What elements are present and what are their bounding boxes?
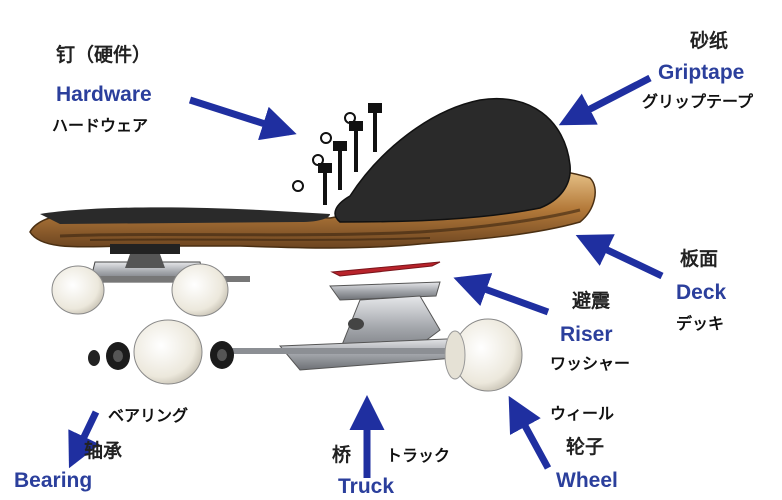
deck-en-label: Deck [676,281,727,304]
griptape-en-label: Griptape [658,61,745,84]
arrow-riser [453,273,550,316]
deck-zh-label: 板面 [680,248,719,270]
hardware-en-label: Hardware [56,83,152,106]
arrow-deck [575,234,664,280]
griptape [40,97,571,224]
griptape-ja-label: グリップテープ [642,92,754,111]
exploded-truck [230,281,490,371]
arrow-hardware [188,96,297,141]
griptape-zh-label: 砂纸 [690,30,729,52]
pointer-arrows [68,74,664,478]
riser-zh-label: 避震 [572,290,611,312]
hardware-bolts [292,103,382,205]
wheel-zh-label: 轮子 [566,436,605,458]
attached-wheels [51,263,229,317]
arrow-bearing [68,410,100,469]
deck-ja-label: デッキ [676,314,725,333]
wheel-ja-label: ウィール [550,404,615,423]
riser-en-label: Riser [560,323,613,346]
riser-ja-label: ワッシャー [550,354,631,373]
bearing-en-label: Bearing [14,469,93,492]
hardware-zh-label: 钉（硬件） [56,44,152,66]
truck-ja-label: トラック [386,446,451,465]
bearing-ja-label: ベアリング [108,406,189,425]
exploded-wheels [133,318,523,392]
truck-zh-label: 桥 [332,444,352,466]
riser [330,261,441,277]
truck-en-label: Truck [338,475,395,498]
wheel-en-label: Wheel [556,469,618,492]
hardware-ja-label: ハードウェア [52,116,149,135]
arrow-griptape [558,74,652,126]
bearing-zh-label: 轴承 [84,440,123,462]
arrow-wheel [508,395,552,470]
bearings [88,341,234,370]
